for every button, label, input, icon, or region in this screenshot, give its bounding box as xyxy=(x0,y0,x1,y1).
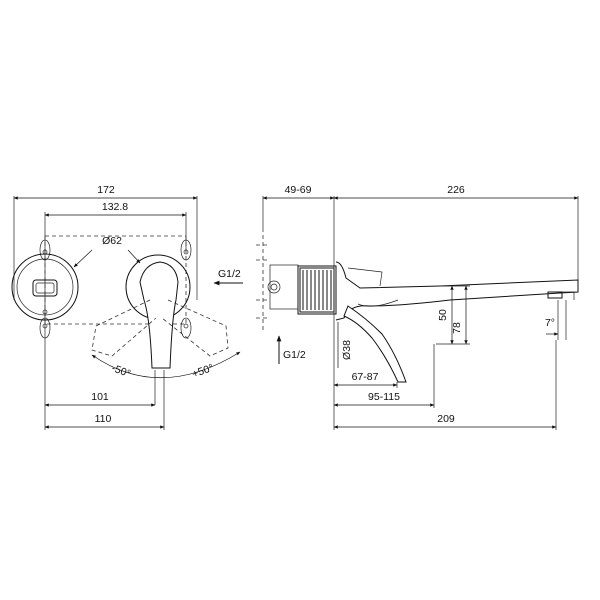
inlet-label-front: G1/2 xyxy=(218,268,241,280)
inlet-label-side: G1/2 xyxy=(283,349,306,361)
side-handle xyxy=(343,305,407,383)
left-rosette xyxy=(11,253,79,321)
wall-box xyxy=(256,235,270,330)
rotated-handle-right xyxy=(161,299,229,357)
inlet-diameter-label: Ø38 xyxy=(341,340,353,360)
overall-width-label: 172 xyxy=(97,184,115,196)
handle-projection-label: 67-87 xyxy=(352,371,379,383)
spout-body xyxy=(335,261,579,321)
valve-body xyxy=(269,264,299,310)
rotation-left-label: -50° xyxy=(110,362,132,380)
left-cartridge xyxy=(32,279,58,297)
spout-length-label: 226 xyxy=(447,184,465,196)
rotation-right-label: +50° xyxy=(191,362,216,381)
rosette-diameter-label: Ø62 xyxy=(102,235,122,247)
outlet-height-label: 50 xyxy=(437,309,449,321)
mounting-plate-outline xyxy=(44,235,187,325)
side-view: 49-69 226 xyxy=(256,184,579,430)
handle-height-label: 78 xyxy=(451,322,463,334)
outlet-angle-label: 7° xyxy=(545,317,555,329)
rotated-handle-left xyxy=(91,299,157,357)
outlet-projection-label: 209 xyxy=(437,413,455,425)
mount-spacing-label: 132.8 xyxy=(102,201,128,213)
side-rosette xyxy=(297,265,337,315)
spout-outlet xyxy=(547,291,563,299)
handle-to-center-label: 101 xyxy=(91,391,109,403)
wall-depth-label: 49-69 xyxy=(285,184,312,196)
handle-to-edge-label: 110 xyxy=(95,413,112,425)
front-view: 172 132.8 Ø62 -50° +50° xyxy=(11,184,243,430)
body-projection-label: 95-115 xyxy=(368,391,400,403)
mixer-handle xyxy=(139,261,179,369)
rotation-arc xyxy=(91,351,241,379)
